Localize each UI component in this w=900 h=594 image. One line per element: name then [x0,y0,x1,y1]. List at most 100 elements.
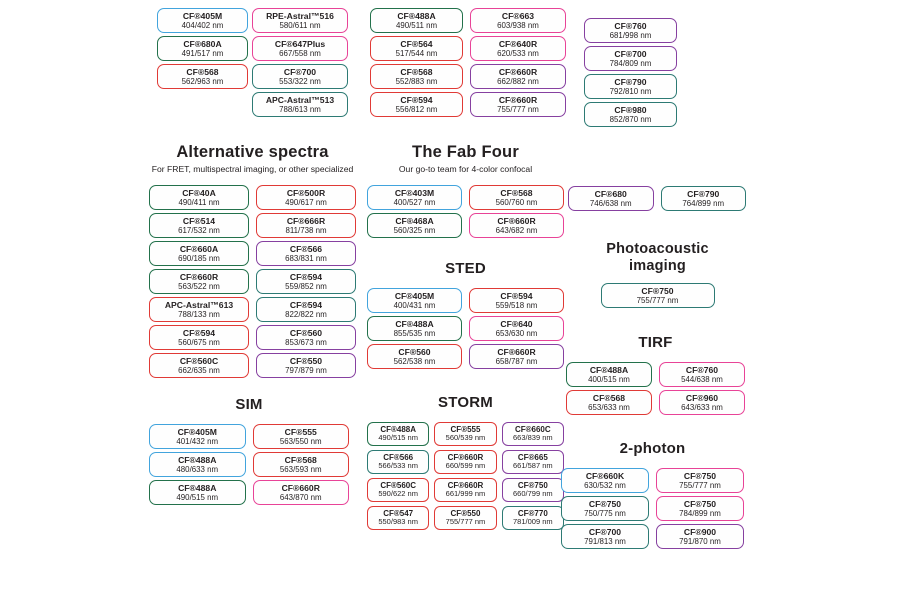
dye-wavelengths: 792/810 nm [609,86,652,96]
dye-name: CF®960 [685,392,719,403]
dye-wavelengths: 562/963 nm [181,76,224,86]
dye-name: CF®790 [687,188,720,199]
dye-wavelengths: 690/185 nm [178,254,220,264]
dye-wavelengths: 797/879 nm [285,366,327,376]
dye-name: CF®660C [514,424,551,434]
dye-name: CF®594 [400,94,433,105]
dye-name: CF®700 [614,48,647,59]
dye-wavelengths: 562/538 nm [393,356,436,366]
section-title: TIRF [638,334,673,351]
dye-wavelengths: 662/635 nm [178,366,220,376]
dye-name: CF®568 [186,66,219,77]
dye-name: CF®560 [398,346,431,357]
dye-name: CF®660R [179,271,219,282]
dye-name: CF®566 [383,452,414,462]
dye-name: CF®555 [284,426,317,437]
dye-wavelengths: 784/809 nm [609,58,652,68]
dye-wavelengths: 400/515 nm [588,374,630,384]
dye-name: CF®488A [589,364,629,375]
dye-wavelengths: 681/998 nm [609,30,652,40]
dye-wavelengths: 401/432 nm [176,436,219,446]
dye-wavelengths: 590/622 nm [378,489,418,499]
dye-wavelengths: 661/999 nm [445,489,486,499]
dye-wavelengths: 560/325 nm [393,226,436,236]
section-fab-four: The Fab Four Our go-to team for 4-color … [367,143,564,239]
dye-wavelengths: 560/539 nm [445,433,486,443]
dye-wavelengths: 746/638 nm [589,198,632,208]
dye-wavelengths: 661/587 nm [513,461,553,471]
dye-wavelengths: 784/899 nm [679,508,721,518]
dye-wavelengths: 490/515 nm [378,433,418,443]
dye-name: CF®660R [281,482,320,493]
dye-wavelengths: 560/760 nm [495,198,538,208]
dye-name: CF®660R [498,66,538,77]
dye-name: CF®488A [380,424,416,434]
dye-name: CF®750 [683,498,717,509]
dye-name: CF®405M [394,290,435,301]
dye-name: CF®750 [683,470,717,481]
dye-name: CF®790 [614,76,647,87]
dye-wavelengths: 822/822 nm [285,310,327,320]
dye-wavelengths: 517/544 nm [395,48,438,58]
dye-name: CF®750 [517,480,548,490]
dye-name: CF®514 [182,215,216,226]
dye-wavelengths: 560/675 nm [178,338,220,348]
dye-wavelengths: 630/532 nm [584,480,626,490]
dye-name: CF®750 [641,285,674,296]
dye-name: CF®555 [450,424,481,434]
dye-wavelengths: 620/533 nm [497,48,539,58]
dye-wavelengths: 662/882 nm [497,76,539,86]
dye-name: CF®560C [179,355,219,366]
dye-wavelengths: 559/852 nm [285,282,327,292]
dye-wavelengths: 643/682 nm [495,226,538,236]
dye-wavelengths: 490/515 nm [176,492,219,502]
dye-name: CF®568 [284,454,317,465]
dye-name: CF®568 [400,66,433,77]
dye-wavelengths: 563/593 nm [279,464,322,474]
section-alternative-spectra: Alternative spectra For FRET, multispect… [149,143,356,379]
